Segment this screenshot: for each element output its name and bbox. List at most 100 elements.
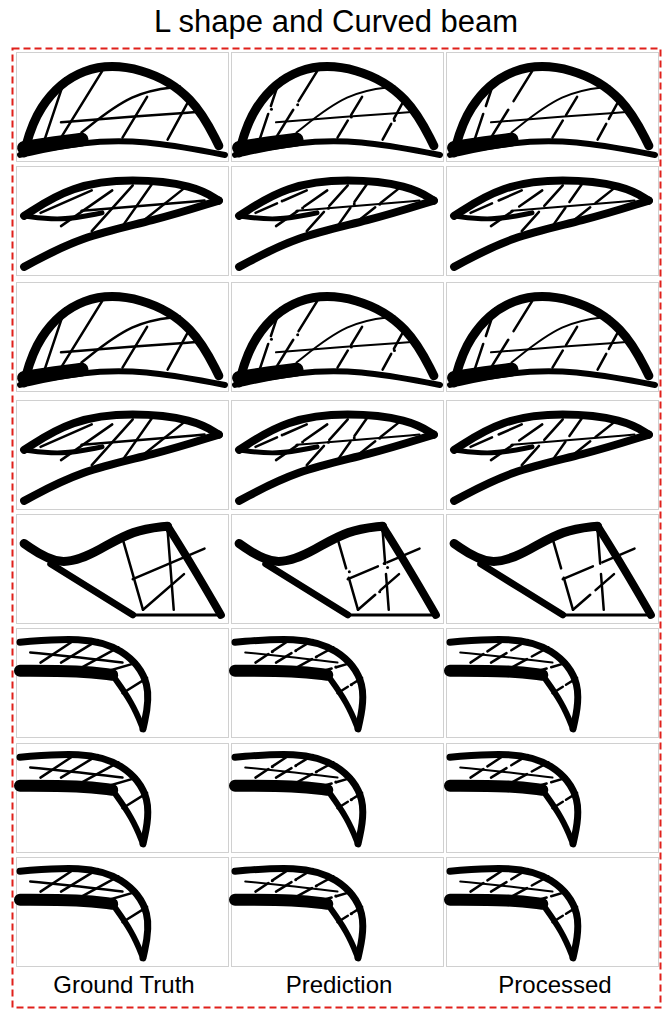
material-member [532,762,549,771]
material-member [598,124,607,140]
material-band [454,213,532,219]
material-speck [350,912,353,915]
topology-image [17,515,229,624]
column-label: Ground Truth [51,971,196,999]
material-member [381,188,399,203]
material-speck [301,206,304,209]
topology-image [447,401,659,510]
material-member [553,802,563,808]
image-border [232,167,444,276]
material-member [348,566,378,579]
image-border [232,515,444,624]
material-band [454,435,649,501]
image-border [447,283,659,392]
material-member [61,112,196,122]
material-member [336,778,352,783]
material-member [272,871,286,880]
material-member [297,888,312,897]
dashed-frame [13,49,661,1008]
material-member [351,327,362,345]
material-member [284,424,307,434]
material-band [239,213,317,219]
image-border [232,283,444,392]
material-member [553,120,563,137]
material-member [45,78,66,139]
material-member [532,876,549,885]
material-member [491,445,513,460]
material-member [317,784,332,788]
material-member [460,881,552,891]
material-speck [281,200,284,203]
material-member [563,566,593,579]
material-member [307,446,324,465]
material-member [596,422,614,437]
material-member [566,907,577,914]
material-member [123,793,148,808]
material-band [235,671,327,675]
topology-image [17,53,229,162]
image-border [17,283,229,392]
material-band [20,868,148,957]
image-border [17,401,229,510]
material-band [235,754,363,843]
material-member [551,778,567,783]
material-speck [315,655,318,658]
material-member [553,350,563,367]
topology-image [232,629,444,738]
material-member [276,110,293,138]
topology-image [232,515,444,624]
material-member [276,342,411,352]
material-speck [296,103,299,106]
material-member [82,201,205,211]
material-member [338,350,348,367]
material-speck [296,333,299,336]
material-member [381,422,399,437]
material-member [61,301,102,367]
image-border [447,401,659,510]
material-band [450,639,578,728]
material-band [454,526,597,561]
material-member [168,530,174,610]
material-member [317,647,334,656]
material-band [24,140,81,148]
material-band [454,370,511,378]
material-member [338,802,348,808]
material-band [24,526,168,561]
column-label: Processed [496,971,613,999]
material-band [239,140,296,148]
material-member [471,203,493,212]
material-band [20,639,148,728]
material-band [239,370,296,378]
material-member [143,574,184,610]
material-member [168,332,189,370]
result-images [17,53,659,967]
material-speck [271,650,274,653]
material-member [512,774,527,783]
material-member [30,881,122,891]
material-speck [294,649,297,652]
material-member [297,201,420,211]
material-band [266,564,348,615]
image-border [232,629,444,738]
material-member [82,435,205,445]
topology-image [17,283,229,392]
material-band [454,447,532,453]
image-border [17,744,229,853]
material-member [551,892,567,897]
image-border [17,858,229,967]
material-member [299,71,317,101]
image-border [447,858,659,967]
material-band [133,613,221,616]
material-speck [386,566,389,569]
material-band [450,754,578,843]
material-member [338,120,348,137]
material-member [566,793,577,800]
material-speck [315,770,318,773]
material-member [569,182,583,202]
topology-image [232,401,444,510]
material-member [511,755,528,765]
material-member [512,659,527,668]
material-member [304,424,327,440]
image-border [447,629,659,738]
